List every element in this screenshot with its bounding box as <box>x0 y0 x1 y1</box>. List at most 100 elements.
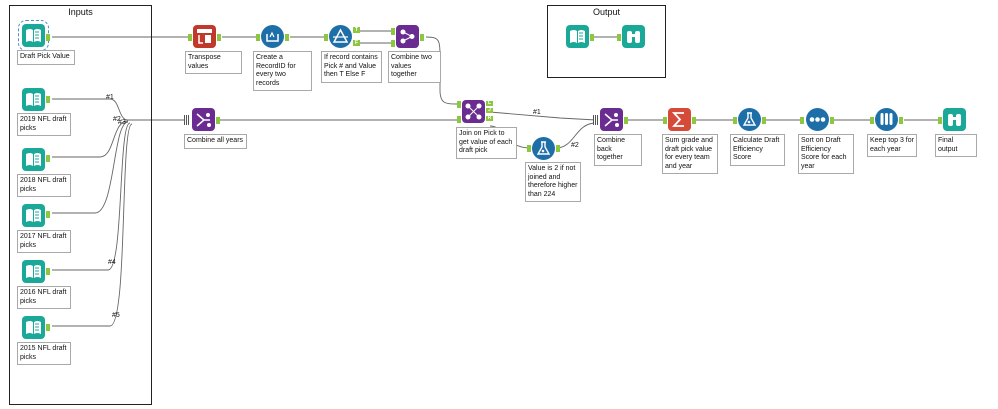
draft-2017-input-tool[interactable] <box>22 204 45 227</box>
formula-flask-icon <box>536 141 551 155</box>
sort-label: Sort on Draft Efficiency Score for each … <box>798 134 854 174</box>
draft-2015-label: 2015 NFL draft picks <box>17 342 71 365</box>
sort-tool[interactable] <box>806 108 829 131</box>
keep-top-3-tool[interactable] <box>875 108 898 131</box>
input-anchor[interactable] <box>663 117 667 124</box>
book-input-icon <box>26 265 41 278</box>
input-anchor[interactable] <box>391 28 395 35</box>
join-on-pick-tool[interactable] <box>462 100 485 123</box>
output-anchor[interactable] <box>216 117 220 124</box>
output-anchor[interactable] <box>692 117 696 124</box>
formula-flask-icon <box>742 112 757 126</box>
sigma-icon <box>671 112 684 127</box>
connection-label: #4 <box>108 259 116 266</box>
record-id-tool[interactable] <box>261 25 284 48</box>
join-right-output-anchor[interactable]: R <box>486 115 493 121</box>
join-left-input-anchor[interactable] <box>457 101 461 108</box>
input-anchor[interactable] <box>733 117 737 124</box>
connection-label: #2 <box>113 116 121 123</box>
union-icon <box>604 113 619 127</box>
connection-label: #1 <box>106 94 114 101</box>
input-anchor[interactable] <box>938 117 942 124</box>
output-anchor[interactable] <box>624 117 628 124</box>
output-anchor[interactable] <box>285 34 289 41</box>
summarize-tool[interactable] <box>668 108 691 131</box>
input-anchor[interactable] <box>256 34 260 41</box>
final-output-browse-tool[interactable] <box>943 108 966 131</box>
binoculars-icon <box>627 31 640 43</box>
output-container-title: Output <box>592 7 621 17</box>
connection-label: #2 <box>571 142 579 149</box>
output-anchor[interactable] <box>46 324 50 331</box>
transpose-label: Transpose values <box>185 51 242 74</box>
combine-two-values-tool[interactable] <box>396 25 419 48</box>
output-container[interactable]: Output <box>547 5 666 78</box>
output-anchor[interactable] <box>830 117 834 124</box>
output-anchor[interactable] <box>762 117 766 124</box>
input-anchor[interactable] <box>527 145 531 152</box>
formula-value-label: Value is 2 if not joined and therefore h… <box>525 162 581 202</box>
filter-icon <box>332 28 349 43</box>
output-container-browse-tool[interactable] <box>622 25 645 48</box>
output-anchor[interactable] <box>420 34 424 41</box>
wire-join-j-to-combine <box>489 111 597 121</box>
combine-back-together-tool[interactable] <box>600 108 623 131</box>
union-icon <box>196 113 211 127</box>
output-anchor[interactable] <box>899 117 903 124</box>
formula-value-tool[interactable] <box>532 137 555 160</box>
wire-2018-to-union <box>52 120 129 158</box>
inputs-container[interactable]: Inputs <box>9 5 152 405</box>
sort-icon <box>809 117 826 122</box>
draft-2019-input-tool[interactable] <box>22 88 45 111</box>
wire-2019-to-union <box>52 98 188 121</box>
draft-2018-label: 2018 NFL draft picks <box>17 174 71 197</box>
output-container-input-tool[interactable] <box>566 25 589 48</box>
draft-pick-value-input-tool[interactable] <box>18 20 49 51</box>
calculate-efficiency-label: Calculate Draft Efficiency Score <box>730 134 785 166</box>
input-anchor[interactable] <box>870 117 874 124</box>
input-anchor[interactable] <box>800 117 804 124</box>
connection-label: #3 <box>118 119 126 126</box>
union-input-anchor[interactable] <box>593 115 599 125</box>
output-anchor[interactable] <box>46 155 50 162</box>
join-right-input-anchor[interactable] <box>457 116 461 123</box>
filter-tool[interactable] <box>329 25 352 48</box>
join-on-pick-label: Join on Pick to get value of each draft … <box>456 127 517 159</box>
wire-2017-to-union <box>52 121 129 214</box>
book-input-icon <box>26 93 41 106</box>
book-input-icon <box>26 209 41 222</box>
join-left-output-anchor[interactable]: L <box>486 100 493 106</box>
input-anchor[interactable] <box>617 34 621 41</box>
combine-all-years-tool[interactable] <box>192 108 215 131</box>
draft-2016-input-tool[interactable] <box>22 260 45 283</box>
keep-top-3-label: Keep top 3 for each year <box>867 134 917 157</box>
output-anchor[interactable] <box>46 96 50 103</box>
calculate-efficiency-tool[interactable] <box>738 108 761 131</box>
transpose-icon <box>197 29 212 44</box>
record-id-label: Create a RecordID for every two records <box>253 51 312 91</box>
output-anchor[interactable] <box>217 34 221 41</box>
draft-2019-label: 2019 NFL draft picks <box>17 113 71 136</box>
wire-2016-to-union <box>52 122 131 271</box>
combine-two-label: Combine two values together <box>388 51 441 83</box>
filter-false-anchor[interactable]: F <box>353 40 360 46</box>
output-anchor[interactable] <box>46 34 50 41</box>
binoculars-icon <box>948 114 961 126</box>
output-anchor[interactable] <box>556 145 560 152</box>
input-anchor[interactable] <box>391 40 395 47</box>
output-anchor[interactable] <box>46 268 50 275</box>
input-anchor[interactable] <box>188 34 192 41</box>
draft-pick-value-label: Draft Pick Value <box>17 50 75 65</box>
combine-all-years-label: Combine all years <box>184 134 247 149</box>
union-input-anchor[interactable] <box>184 115 190 125</box>
draft-2015-input-tool[interactable] <box>22 316 45 339</box>
transpose-tool[interactable] <box>193 25 216 48</box>
connection-label: #5 <box>112 312 120 319</box>
draft-2018-input-tool[interactable] <box>22 148 45 171</box>
filter-true-anchor[interactable]: T <box>353 27 360 33</box>
join-j-output-anchor[interactable]: J <box>486 108 493 113</box>
wire-2015-to-union <box>52 123 133 327</box>
output-anchor[interactable] <box>590 34 594 41</box>
input-anchor[interactable] <box>324 34 328 41</box>
output-anchor[interactable] <box>46 211 50 218</box>
